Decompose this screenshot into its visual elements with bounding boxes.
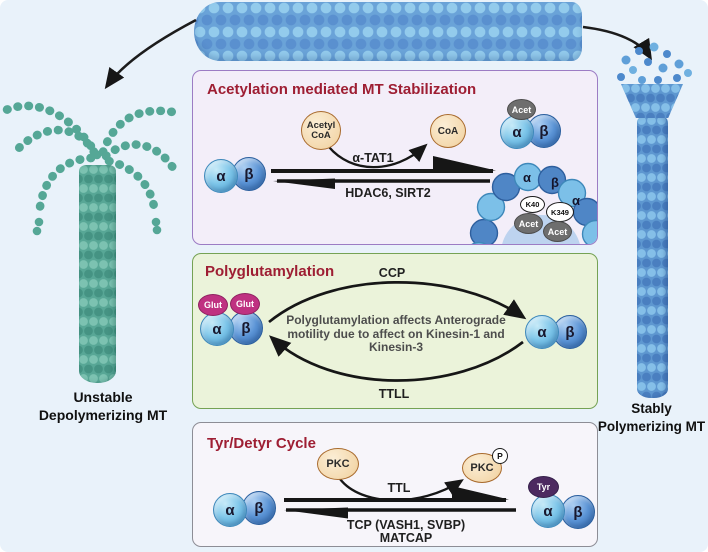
- ccp-enzyme-label: CCP: [378, 266, 406, 280]
- alpha-tubulin: α: [213, 493, 247, 527]
- coa-label: CoA: [437, 125, 459, 137]
- polymerizing-mt-flare: [621, 84, 683, 118]
- unstable-mt-caption-line2: Depolymerizing MT: [38, 406, 168, 423]
- phosphate-tag: P: [492, 448, 508, 464]
- note-line1: Polyglutamylation affects Anterograde: [286, 313, 506, 327]
- alpha-label: α: [512, 123, 522, 141]
- beta-label: β: [254, 499, 264, 517]
- stable-mt-caption: Stably Polymerizing MT: [595, 400, 708, 435]
- ttl-enzyme-label: TTL: [387, 481, 411, 495]
- beta-tubulin: β: [561, 495, 595, 529]
- phosphate-label: P: [497, 451, 503, 461]
- alpha-tubulin: α: [204, 159, 238, 193]
- forward-arrowhead: [433, 156, 496, 173]
- beta-tubulin: β: [229, 311, 263, 345]
- alpha-label: α: [572, 193, 580, 208]
- beta-label: β: [565, 323, 575, 341]
- panel-acetylation: Acetylation mediated MT Stabilization α …: [192, 70, 598, 245]
- acet-label: Acet: [518, 218, 539, 229]
- acet-tag: Acet: [514, 213, 543, 234]
- panel-tyr-detyr: Tyr/Detyr Cycle PKC PKC P TTL TCP (VASH1…: [192, 422, 598, 547]
- panel-polyglutamylation: Polyglutamylation CCP TTLL Polyglutamyla…: [192, 253, 598, 409]
- glut-tag: Glut: [198, 294, 228, 316]
- forward-arrowhead: [452, 486, 509, 502]
- alpha-tubulin: α: [200, 312, 234, 346]
- arrow-to-depolymerizing-mt: [104, 18, 197, 90]
- alpha-label: α: [537, 323, 547, 341]
- stable-mt-caption-line2: Polymerizing MT: [597, 418, 706, 434]
- ttll-enzyme-label: TTLL: [378, 387, 410, 401]
- alpha-label: α: [225, 501, 235, 519]
- alpha-tubulin: α: [500, 115, 534, 149]
- k349-label: K349: [551, 207, 569, 217]
- panel-polyglutamylation-title: Polyglutamylation: [205, 263, 335, 280]
- glut-label: Glut: [236, 299, 254, 309]
- acetyl-coa-line1: Acetyl: [306, 119, 336, 131]
- kinesin-note: Polyglutamylation affects Anterograde mo…: [281, 313, 511, 355]
- panel-acetylation-title: Acetylation mediated MT Stabilization: [207, 81, 477, 98]
- hdac6-sirt2-enzyme-label: HDAC6, SIRT2: [345, 186, 431, 200]
- alpha-label: α: [216, 167, 226, 185]
- free-tubulin-dimers: [617, 42, 692, 84]
- matcap-label: MATCAP: [379, 531, 433, 545]
- note-line2: motility due to affect on Kinesin-1 and: [287, 326, 505, 341]
- beta-label: β: [241, 319, 251, 337]
- acetyl-coa-line2: CoA: [311, 129, 331, 141]
- unstable-mt-caption: Unstable Depolymerizing MT: [15, 389, 191, 424]
- atat1-enzyme-label: α-TAT1: [352, 151, 394, 165]
- glut-tag: Glut: [230, 293, 260, 315]
- glut-label: Glut: [204, 300, 222, 310]
- depolymerizing-mt-column: [79, 165, 116, 383]
- alpha-tubulin: α: [525, 315, 559, 349]
- beta-tubulin: β: [242, 491, 276, 525]
- note-line3: Kinesin-3: [368, 340, 423, 354]
- alpha-label: α: [212, 320, 222, 338]
- beta-label: β: [539, 122, 549, 140]
- beta-label: β: [244, 165, 254, 183]
- tyr-tag: Tyr: [528, 476, 559, 498]
- alpha-label: α: [523, 170, 531, 185]
- pkc: PKC: [317, 448, 359, 480]
- k349-site-tag: K349: [546, 202, 574, 222]
- tyr-label: Tyr: [536, 482, 551, 492]
- acet-tag: Acet: [543, 221, 572, 242]
- acet-label: Acet: [547, 226, 568, 237]
- polymerizing-mt-column: [637, 116, 668, 398]
- acet-label: Acet: [511, 104, 532, 115]
- arrow-to-polymerizing-mt: [582, 25, 653, 61]
- coa: CoA: [430, 114, 466, 148]
- reverse-arrowhead: [284, 507, 348, 519]
- beta-label: β: [573, 503, 583, 521]
- unstable-mt-caption-line1: Unstable: [73, 389, 133, 405]
- pkc-label: PKC: [326, 458, 350, 470]
- microtubule-lattice: [194, 2, 582, 61]
- acetyl-coa: Acetyl CoA: [301, 111, 341, 150]
- k40-site-tag: K40: [520, 196, 545, 213]
- acet-tag: Acet: [507, 99, 536, 120]
- stable-mt-caption-line1: Stably: [631, 401, 672, 416]
- alpha-label: α: [543, 502, 553, 520]
- reverse-arrowhead: [273, 178, 335, 189]
- alpha-tubulin: α: [531, 494, 565, 528]
- pkc-label: PKC: [470, 462, 494, 474]
- beta-label: β: [551, 175, 559, 190]
- k40-label: K40: [525, 200, 540, 209]
- tcp-vash-svbp-label: TCP (VASH1, SVBP): [346, 518, 466, 532]
- panel-tyr-detyr-title: Tyr/Detyr Cycle: [207, 435, 316, 452]
